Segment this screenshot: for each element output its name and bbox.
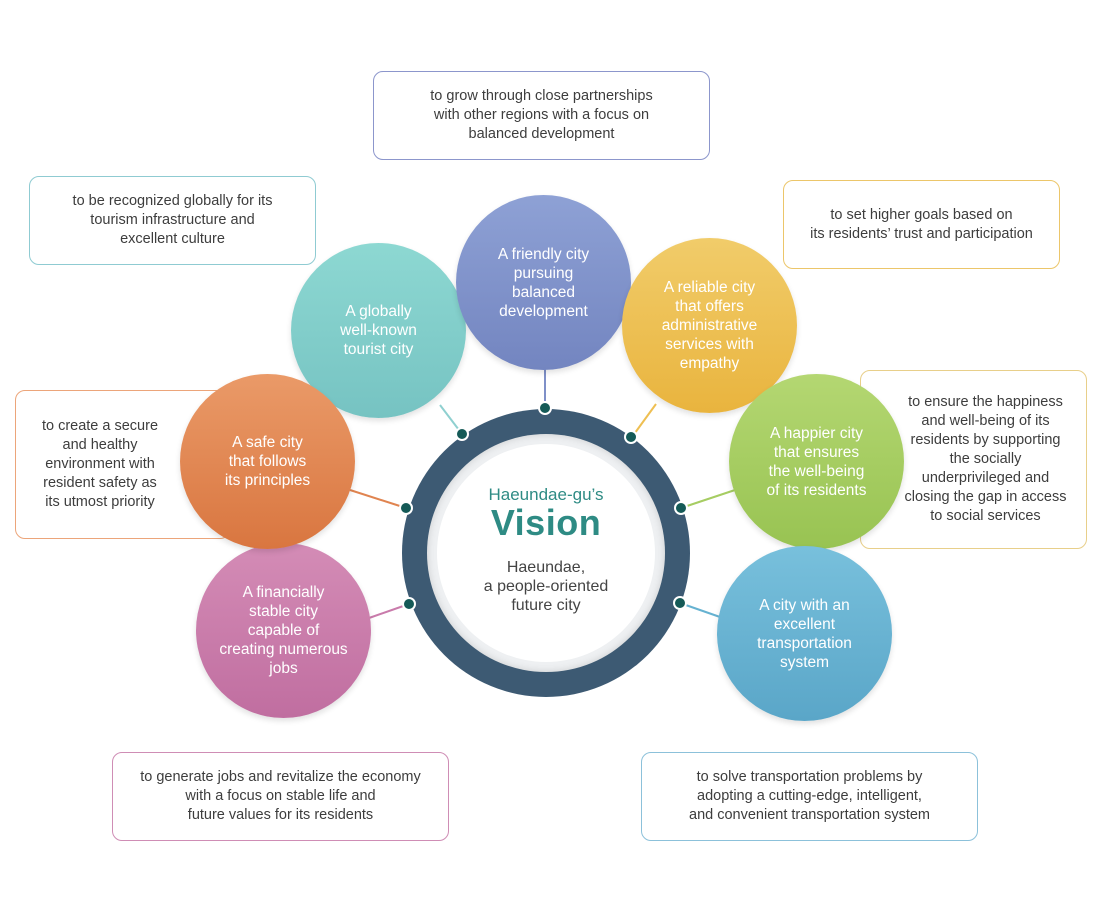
connector-happier <box>680 489 736 509</box>
vision-circle-balanced: A friendly city pursuing balanced develo… <box>456 195 631 370</box>
connector-dot-safe <box>399 501 413 515</box>
connector-safe <box>349 489 407 509</box>
vision-circle-happier: A happier city that ensures the well-bei… <box>729 374 904 549</box>
connector-dot-balanced <box>538 401 552 415</box>
vision-circle-tourism: A globally well-known tourist city <box>291 243 466 418</box>
hub-subtitle: Haeundae, a people-oriented future city <box>483 559 609 614</box>
vision-circle-jobs: A financially stable city capable of cre… <box>196 543 371 718</box>
connector-dot-happier <box>674 501 688 515</box>
goal-box-balanced: to grow through close partnerships with … <box>373 71 710 160</box>
goal-box-jobs: to generate jobs and revitalize the econ… <box>112 752 449 841</box>
vision-circle-safe: A safe city that follows its principles <box>180 374 355 549</box>
connector-dot-transport <box>673 596 687 610</box>
hub-kicker: Haeundae-gu’s <box>488 485 604 504</box>
connector-transport <box>679 602 721 618</box>
connector-dot-tourism <box>455 427 469 441</box>
goal-box-reliable: to set higher goals based on its residen… <box>783 180 1060 269</box>
vision-circle-reliable: A reliable city that offers administrati… <box>622 238 797 413</box>
hub-core <box>437 444 655 662</box>
hub-title: Vision <box>490 502 602 543</box>
connector-dot-jobs <box>402 597 416 611</box>
connector-dot-reliable <box>624 430 638 444</box>
vision-circle-transport: A city with an excellent transportation … <box>717 546 892 721</box>
goal-box-transport: to solve transportation problems by adop… <box>641 752 978 841</box>
goal-box-tourism: to be recognized globally for its touris… <box>29 176 316 265</box>
